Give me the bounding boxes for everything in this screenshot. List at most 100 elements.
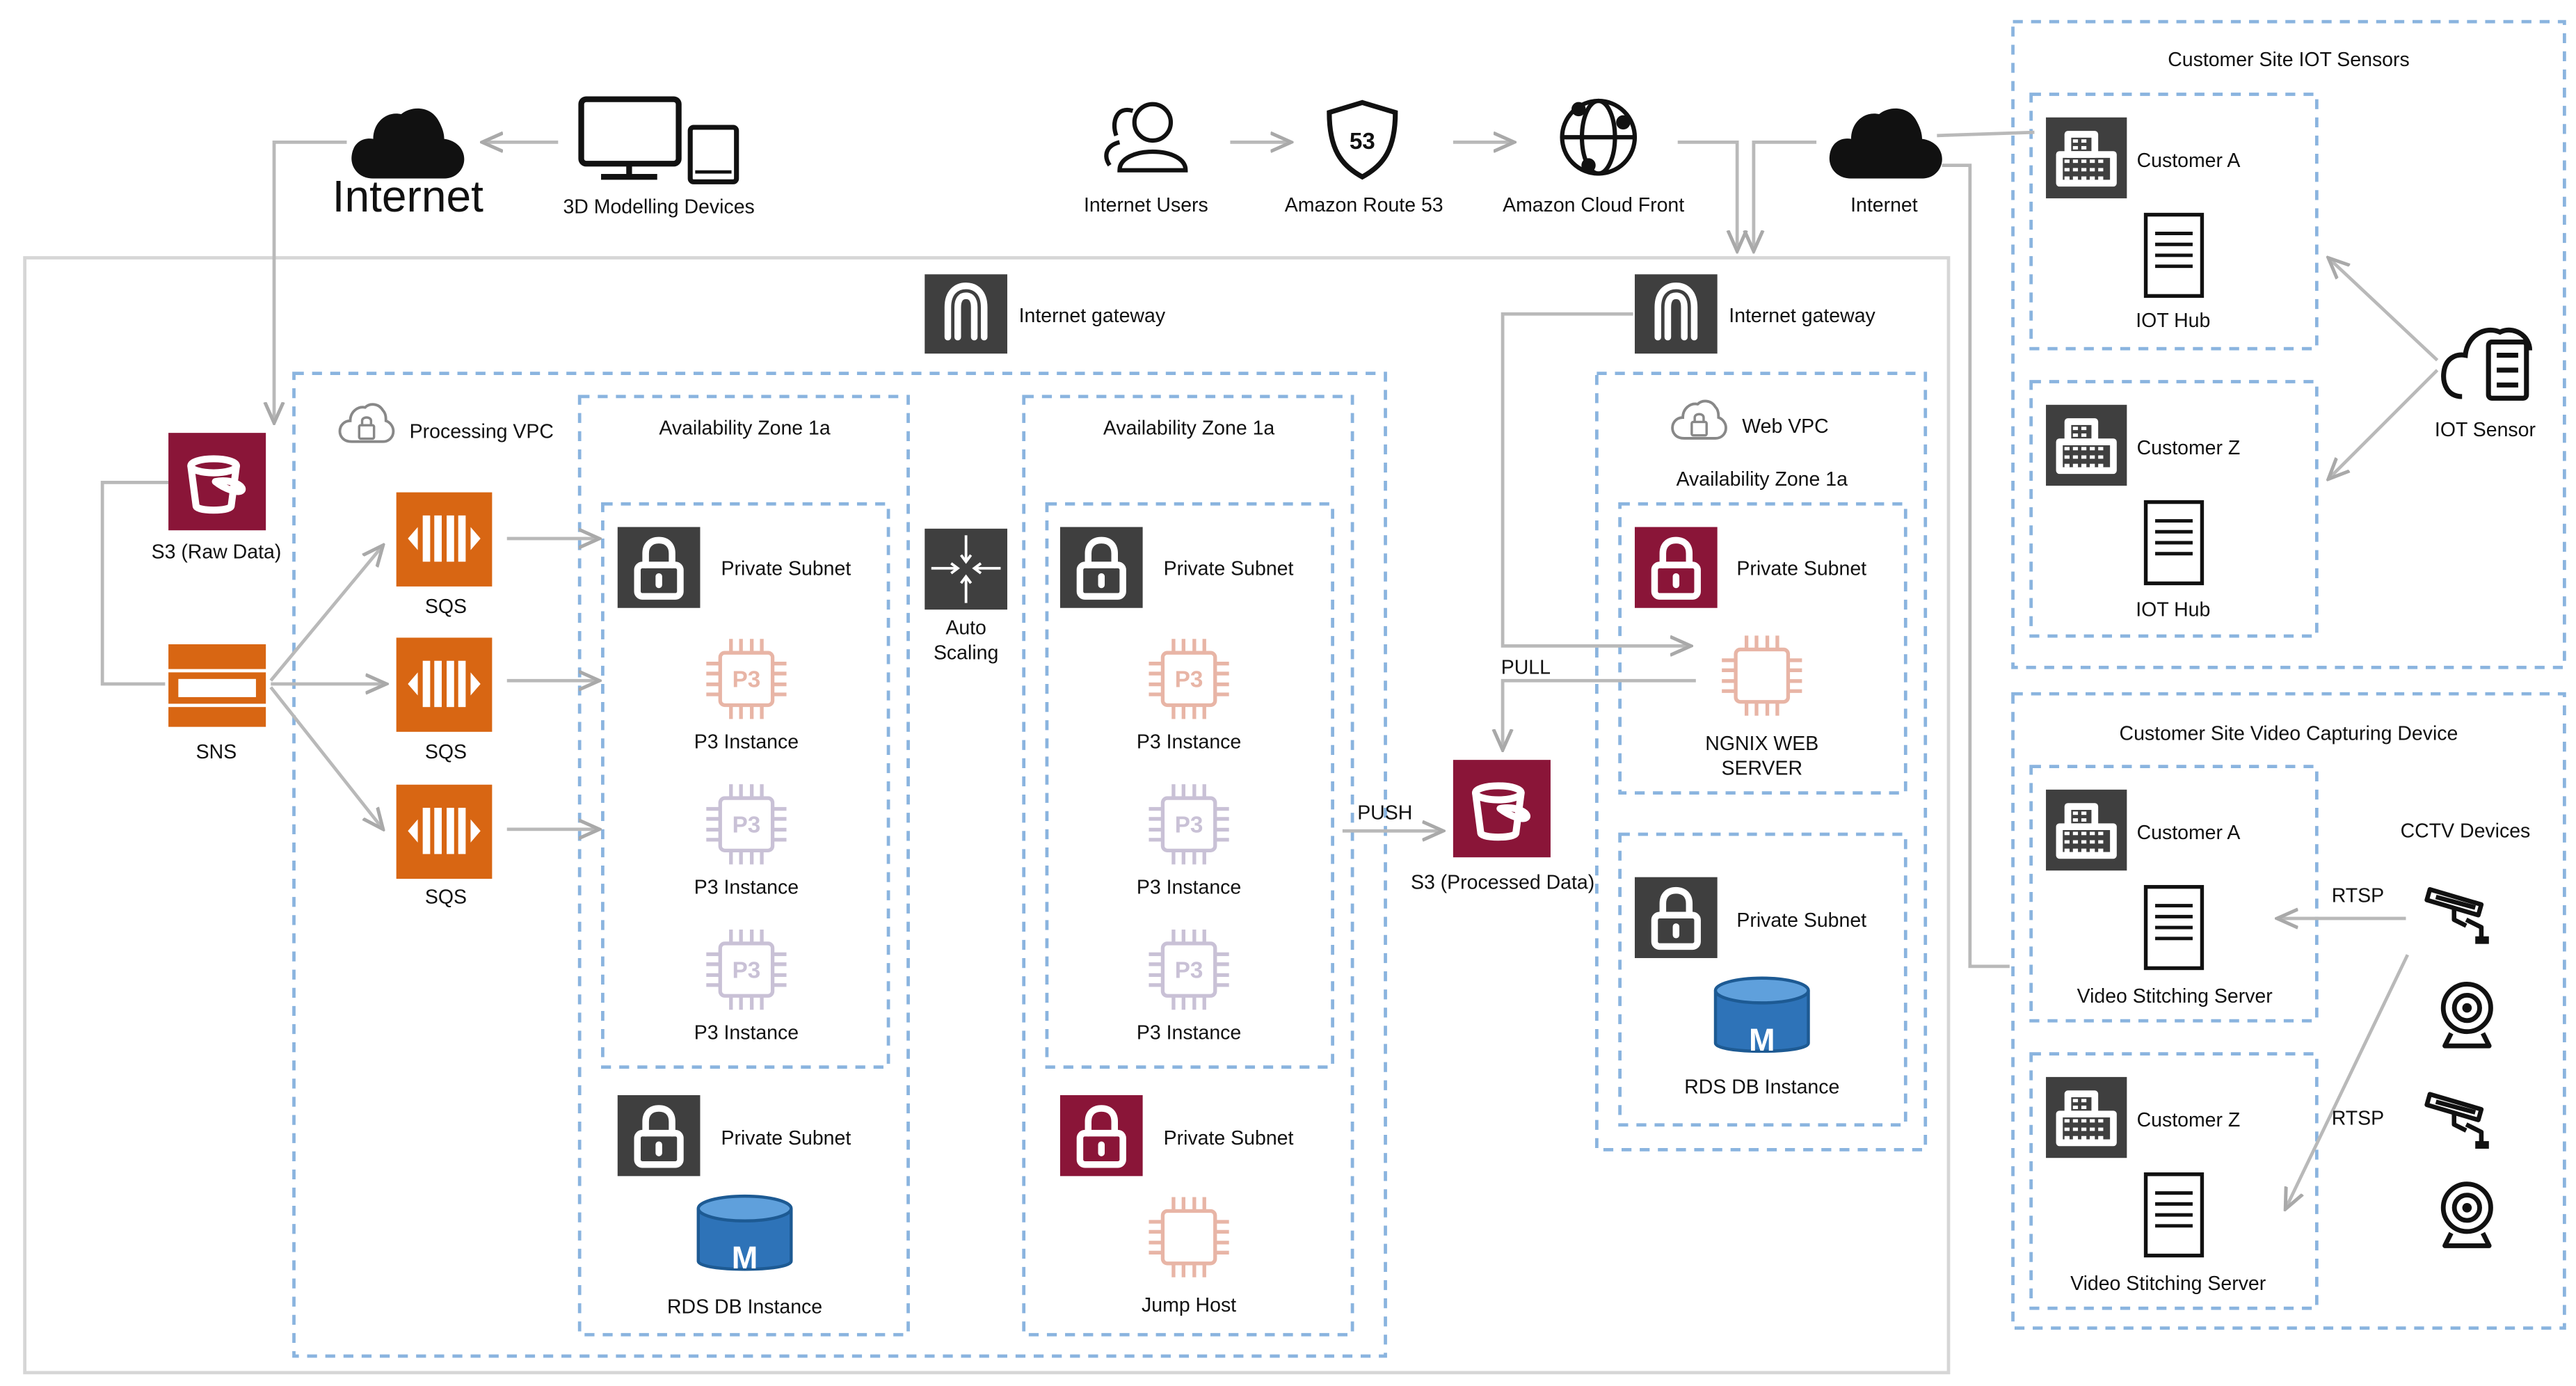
jump-host-label: Jump Host: [1142, 1294, 1236, 1316]
processing-gateway-label: Internet gateway: [1019, 305, 1166, 327]
cctv-camera-icon: [2427, 1094, 2489, 1149]
connectors: [100, 130, 2439, 1209]
web-server-chip-icon: [1722, 635, 1802, 715]
route53-label: Amazon Route 53: [1285, 194, 1443, 216]
sqs-label-2: SQS: [425, 741, 467, 763]
chip-badge: P3: [733, 957, 761, 983]
zone-right-instance-2: P3 Instance: [1137, 876, 1241, 898]
internet-cloud-icon: [351, 108, 465, 179]
sns-label: SNS: [196, 741, 237, 763]
video-customer-a-box: [2029, 765, 2319, 1023]
web-zone-title: Availability Zone 1a: [1677, 468, 1848, 491]
p3-chip-icon: P3: [706, 784, 786, 864]
video-server-a-label: Video Stitching Server: [2077, 985, 2273, 1007]
internet-users-icon: [1104, 102, 1188, 173]
p3-chip-icon: P3: [1149, 784, 1229, 864]
route53-badge: 53: [1350, 129, 1375, 154]
p3-chip-icon: P3: [706, 639, 786, 719]
push-label: PUSH: [1357, 802, 1412, 825]
server-doc-icon: [2146, 1174, 2202, 1256]
internet-right-cloud-icon: [1829, 108, 1942, 179]
zone-left-subnet-box: [601, 502, 890, 1069]
web-subnet-label: Private Subnet: [1736, 557, 1866, 580]
web-server-label-2: SERVER: [1721, 757, 1802, 779]
db-badge: M: [1749, 1022, 1775, 1058]
sqs-label-3: SQS: [425, 886, 467, 909]
auto-scaling-label-1: Auto: [945, 617, 986, 639]
webcam-icon: [2443, 1184, 2490, 1246]
p3-chip-icon: P3: [706, 930, 786, 1010]
sqs-label-1: SQS: [425, 596, 467, 618]
route53-shield-icon: 53: [1327, 99, 1398, 180]
web-gateway-label: Internet gateway: [1729, 305, 1875, 327]
jump-host-chip-icon: [1149, 1197, 1229, 1277]
iot-hub-doc-icon: [2146, 215, 2202, 296]
web-db-subnet-box: [1618, 832, 1907, 1127]
chip-badge: P3: [733, 813, 761, 838]
zone-left-db-label: RDS DB Instance: [667, 1296, 822, 1318]
zone-left-title: Availability Zone 1a: [659, 417, 831, 440]
monitor-tablet-icon: [578, 96, 739, 184]
cloudfront-globe-icon: [1560, 98, 1638, 176]
iot-hub-doc-icon: [2146, 502, 2202, 584]
zone-left-instance-1: P3 Instance: [694, 731, 799, 754]
web-subnet-box: [1618, 502, 1907, 795]
rds-database-icon: M: [1715, 978, 1809, 1058]
zone-left-db-subnet-label: Private Subnet: [721, 1127, 851, 1149]
iot-customer-z-label: Customer Z: [2137, 437, 2241, 459]
server-doc-icon: [2146, 887, 2202, 969]
zone-left-box: [577, 395, 910, 1337]
chip-badge: P3: [1175, 957, 1203, 983]
zone-right-title: Availability Zone 1a: [1103, 417, 1275, 440]
zone-left-instance-2: P3 Instance: [694, 876, 799, 898]
iot-site-box: [2011, 19, 2566, 669]
internet-right-label: Internet: [1850, 194, 1918, 216]
chip-badge: P3: [1175, 667, 1203, 693]
zone-left-subnet-label: Private Subnet: [721, 557, 851, 580]
rds-database-icon: M: [698, 1196, 792, 1275]
p3-chip-icon: P3: [1149, 639, 1229, 719]
db-badge: M: [732, 1240, 758, 1275]
web-db-label: RDS DB Instance: [1684, 1076, 1839, 1099]
main-aws-region-box: [23, 256, 1951, 1375]
chip-badge: P3: [733, 667, 761, 693]
vpc-cloud-icon: [1671, 399, 1727, 440]
modelling-devices-label: 3D Modelling Devices: [563, 196, 754, 218]
zone-right-subnet-label: Private Subnet: [1164, 557, 1294, 580]
processing-vpc-title: Processing VPC: [410, 420, 554, 443]
zone-right-subnet-box: [1045, 502, 1334, 1069]
rtsp-label-a: RTSP: [2332, 884, 2384, 907]
web-db-subnet-label: Private Subnet: [1736, 909, 1866, 932]
processing-vpc-box: [292, 372, 1387, 1358]
auto-scaling-label-2: Scaling: [934, 642, 998, 664]
p3-chip-icon: P3: [1149, 930, 1229, 1010]
iot-customer-a-box: [2029, 93, 2319, 351]
zone-right-instance-3: P3 Instance: [1137, 1021, 1241, 1044]
video-customer-z-box: [2029, 1052, 2319, 1310]
video-site-title: Customer Site Video Capturing Device: [2120, 723, 2458, 745]
iot-sensor-icon: [2441, 327, 2533, 401]
cctv-devices-label: CCTV Devices: [2401, 820, 2531, 843]
internet-left-label: Internet: [333, 171, 483, 221]
zone-right-jump-subnet-label: Private Subnet: [1164, 1127, 1294, 1149]
s3-processed-label: S3 (Processed Data): [1411, 871, 1594, 893]
internet-users-label: Internet Users: [1084, 194, 1208, 216]
iot-hub-z-label: IOT Hub: [2136, 599, 2210, 621]
iot-sensor-label: IOT Sensor: [2435, 419, 2536, 441]
rtsp-label-z: RTSP: [2332, 1108, 2384, 1130]
sns-icon: [168, 644, 266, 727]
zone-left-instance-3: P3 Instance: [694, 1021, 799, 1044]
web-vpc-box: [1595, 372, 1928, 1152]
iot-customer-a-label: Customer A: [2137, 150, 2241, 172]
web-vpc-title: Web VPC: [1742, 415, 1828, 438]
iot-customer-z-box: [2029, 380, 2319, 638]
vpc-cloud-icon: [338, 403, 395, 443]
video-customer-z-label: Customer Z: [2137, 1109, 2241, 1131]
video-server-z-label: Video Stitching Server: [2070, 1273, 2266, 1295]
s3-raw-label: S3 (Raw Data): [152, 541, 282, 564]
cctv-camera-icon: [2427, 889, 2489, 943]
zone-right-box: [1022, 395, 1354, 1337]
auto-scaling-icon: [925, 528, 1007, 610]
